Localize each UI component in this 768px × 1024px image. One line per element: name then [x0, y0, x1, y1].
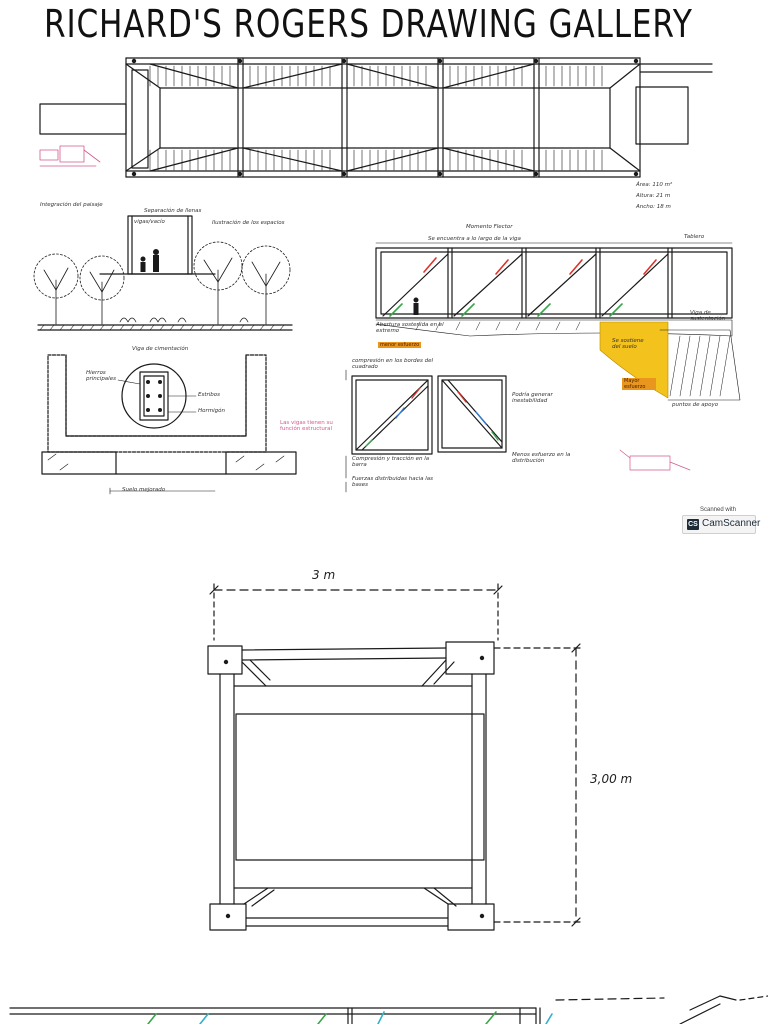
landscape-drawing: [33, 215, 293, 331]
moment-subtitle: Se encuentra a lo largo de la viga: [428, 236, 521, 242]
beam-title: Viga de cimentación: [132, 346, 189, 352]
section-drawing: [207, 583, 583, 931]
foundation-beam-drawing: [41, 354, 297, 495]
camscanner-caption: Scanned with: [699, 507, 737, 513]
bottom-cropped-drawing: [9, 995, 768, 1024]
beam-pink-note: Las vigas tienen su función estructural: [280, 420, 333, 432]
camscanner-badge: Scanned with CS CamScanner: [681, 507, 760, 534]
plan-area: Área: 110 m²: [636, 182, 673, 188]
compression-note: compresión en los bordes del cuadrado: [352, 358, 434, 370]
concrete-label: Hormigón: [198, 408, 225, 414]
distribution-label: Menos esfuerzo en la distribución: [512, 452, 571, 464]
moment-title: Momento Flector: [466, 224, 513, 230]
moment-right-label: Tablero: [684, 234, 705, 240]
camscanner-box: CS CamScanner: [682, 515, 760, 534]
dimension-right: 3,00 m: [590, 772, 633, 786]
square-frames-drawing: [345, 369, 691, 493]
soil-label: Suelo mejorado: [122, 487, 166, 493]
landscape-title: Integración del paisaje: [40, 202, 103, 208]
more-stress-tag: Mayor esfuerzo: [622, 378, 656, 390]
compression-traction-label: Compresión y tracción en la barra: [352, 456, 430, 468]
soil-core-label: Se sostiene del suelo: [612, 338, 644, 350]
plan-width: Ancho: 18 m: [636, 204, 671, 210]
rebar-label: Hierros principales: [86, 370, 116, 382]
opening-label: Abertura sostenida en el extremo: [376, 322, 444, 334]
top-plan-drawing: [39, 57, 713, 178]
plan-height: Altura: 21 m: [636, 193, 671, 199]
dimension-top: 3 m: [312, 568, 336, 582]
beam-support-label: Viga de sustentación: [690, 310, 726, 322]
separation-sub-label: vigas/vacío: [134, 219, 165, 225]
camscanner-name: CamScanner: [702, 518, 761, 529]
camscanner-logo-icon: CS: [687, 519, 699, 530]
space-label: Ilustración de los espacios: [212, 220, 285, 226]
instability-label: Podría generar inestabilidad: [512, 392, 553, 404]
less-stress-tag: menor esfuerzo: [378, 342, 422, 348]
support-points-label: puntos de apoyo: [672, 402, 719, 408]
forces-label: Fuerzas distribuidas hacia las bases: [352, 476, 434, 488]
stirrups-label: Estribos: [198, 392, 221, 398]
separation-label: Separación de llenas: [144, 208, 202, 214]
